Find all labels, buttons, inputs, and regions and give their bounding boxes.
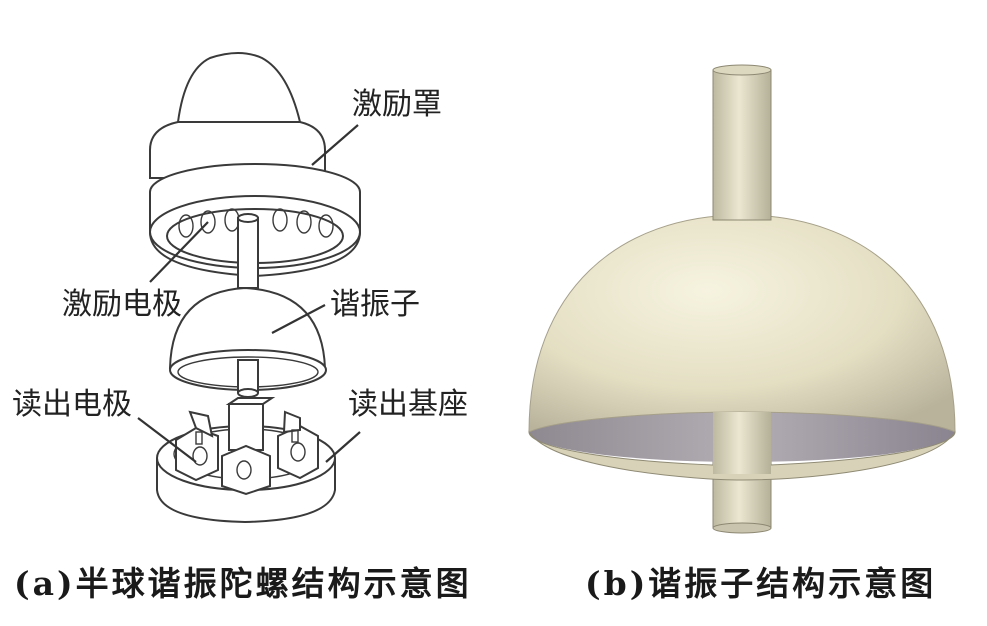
leader-excitation-electrode <box>149 221 209 283</box>
resonator-rim <box>528 430 956 481</box>
caption-a: (a)半球谐振陀螺结构示意图 <box>14 564 472 603</box>
resonator-3d-view <box>528 64 956 534</box>
resonator-stem-upper <box>712 69 772 221</box>
gyroscope-exploded-view: 激励罩 激励电极 谐振子 读出电极 读出基座 <box>12 52 468 524</box>
resonator-stem-lower-end <box>712 522 772 534</box>
label-excitation-electrode: 激励电极 <box>62 287 182 322</box>
readout-base-part <box>156 397 336 524</box>
label-resonator: 谐振子 <box>330 287 420 322</box>
leader-readout-base <box>325 431 361 463</box>
resonator-part <box>168 213 327 398</box>
resonator-stem-through <box>713 412 771 474</box>
label-readout-electrode: 读出电极 <box>12 387 132 422</box>
leader-excitation-cover <box>311 124 359 166</box>
label-excitation-cover: 激励罩 <box>352 87 442 122</box>
leader-resonator <box>271 304 326 334</box>
leader-readout-electrode <box>137 417 197 463</box>
caption-b: (b)谐振子结构示意图 <box>585 564 936 603</box>
resonator-shell <box>528 214 956 433</box>
resonator-stem-top <box>712 64 772 76</box>
label-readout-base: 读出基座 <box>348 387 468 422</box>
